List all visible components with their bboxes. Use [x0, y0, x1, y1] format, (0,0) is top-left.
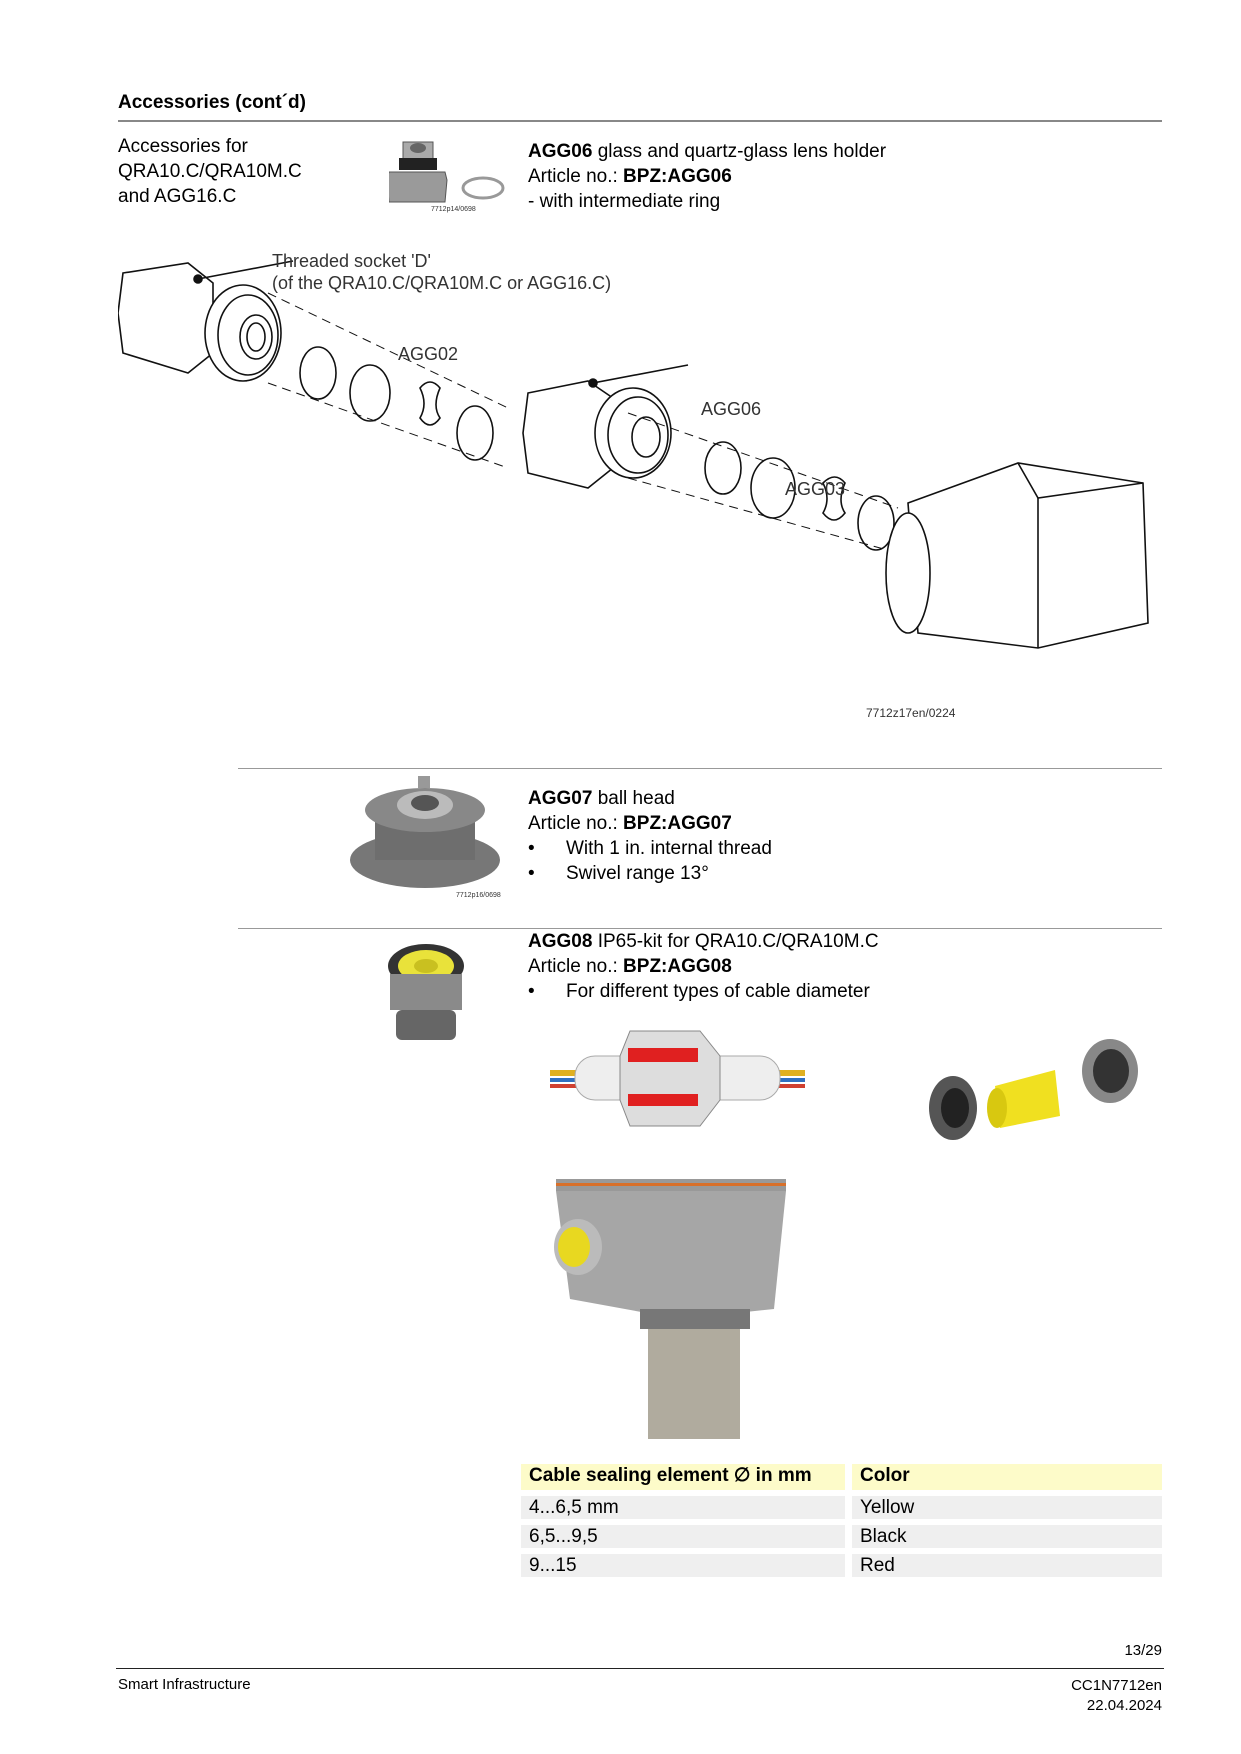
bullet-item: •Swivel range 13°	[528, 863, 709, 884]
article-label: Article no.:	[528, 813, 624, 834]
intro-line: QRA10.C/QRA10M.C	[118, 161, 302, 182]
agg06-code: AGG06	[528, 141, 593, 162]
footer-date: 22.04.2024	[1086, 1697, 1162, 1714]
footer-doc-info: CC1N7712en 22.04.2024	[1071, 1676, 1162, 1716]
agg08-code: AGG08	[528, 931, 593, 952]
article-number: BPZ:AGG07	[623, 813, 732, 834]
bullet-item: •For different types of cable diameter	[528, 981, 870, 1002]
intro-text: Accessories for QRA10.C/QRA10M.C and AGG…	[118, 135, 302, 209]
cable-gland-cutaway-image	[550, 1030, 805, 1127]
agg08-title: AGG08 IP65-kit for QRA10.C/QRA10M.C	[528, 930, 879, 954]
article-label: Article no.:	[528, 166, 624, 187]
agg03-label: AGG03	[785, 479, 845, 499]
agg06-product-image: 7712p14/0698	[386, 140, 509, 216]
agg06-article: Article no.: BPZ:AGG06	[528, 165, 886, 189]
agg07-code: AGG07	[528, 788, 593, 809]
intro-line: and AGG16.C	[118, 186, 237, 207]
agg07-article: Article no.: BPZ:AGG07	[528, 812, 772, 836]
page-number: 13/29	[1124, 1642, 1162, 1659]
cable-gland-illustration	[388, 944, 464, 1040]
socket-label-line1: Threaded socket 'D'	[272, 251, 431, 271]
agg06-title: AGG06 glass and quartz-glass lens holder	[528, 140, 886, 164]
article-number: BPZ:AGG06	[623, 166, 732, 187]
heading-divider	[118, 120, 1162, 122]
sensor-housing-image	[554, 1179, 786, 1439]
table-cell: Black	[852, 1525, 1162, 1548]
page-heading: Accessories (cont´d)	[118, 92, 306, 113]
socket-label-line2: (of the QRA10.C/QRA10M.C or AGG16.C)	[272, 273, 611, 293]
bullet-item: •With 1 in. internal thread	[528, 838, 772, 859]
table-cell: 9...15	[521, 1554, 845, 1577]
agg06-title-text: glass and quartz-glass lens holder	[592, 141, 887, 162]
lens-holder-illustration	[386, 141, 505, 203]
agg06-image-caption: 7712p14/0698	[431, 206, 476, 213]
agg07-title-text: ball head	[592, 788, 675, 809]
agg07-product-image: 7712p16/0698	[350, 770, 510, 902]
footer-divider	[116, 1668, 1164, 1669]
agg06-label: AGG06	[701, 399, 761, 419]
agg08-description: AGG08 IP65-kit for QRA10.C/QRA10M.C Arti…	[528, 930, 879, 1004]
footer-company: Smart Infrastructure	[118, 1676, 251, 1693]
diagram-caption: 7712z17en/0224	[866, 706, 956, 720]
agg02-label: AGG02	[398, 344, 458, 364]
bullet-text: For different types of cable diameter	[566, 981, 870, 1002]
ball-head-illustration	[350, 776, 500, 888]
bullet-text: With 1 in. internal thread	[566, 838, 772, 859]
section-divider	[238, 768, 1162, 769]
agg07-image-caption: 7712p16/0698	[456, 892, 501, 899]
article-number: BPZ:AGG08	[623, 956, 732, 977]
cable-gland-parts-image	[929, 1039, 1138, 1140]
table-cell: 6,5...9,5	[521, 1525, 845, 1548]
table-header-color: Color	[852, 1464, 1162, 1490]
bullet-text: Swivel range 13°	[566, 863, 709, 884]
article-label: Article no.:	[528, 956, 624, 977]
agg08-article: Article no.: BPZ:AGG08	[528, 955, 879, 979]
table-cell: Red	[852, 1554, 1162, 1577]
agg07-description: AGG07 ball head Article no.: BPZ:AGG07 •…	[528, 787, 772, 886]
agg06-description: AGG06 glass and quartz-glass lens holder…	[528, 140, 886, 214]
agg07-title: AGG07 ball head	[528, 787, 772, 811]
agg08-product-image	[384, 942, 470, 1049]
table-cell: 4...6,5 mm	[521, 1496, 845, 1519]
agg08-title-text: IP65-kit for QRA10.C/QRA10M.C	[592, 931, 879, 952]
section-divider	[238, 928, 1162, 929]
table-header-cable: Cable sealing element ∅ in mm	[521, 1464, 845, 1490]
exploded-assembly-diagram: Threaded socket 'D' (of the QRA10.C/QRA1…	[118, 251, 1149, 720]
table-cell: Yellow	[852, 1496, 1162, 1519]
intro-line: Accessories for	[118, 136, 248, 157]
footer-doc-number: CC1N7712en	[1071, 1677, 1162, 1694]
agg06-note: - with intermediate ring	[528, 191, 721, 212]
